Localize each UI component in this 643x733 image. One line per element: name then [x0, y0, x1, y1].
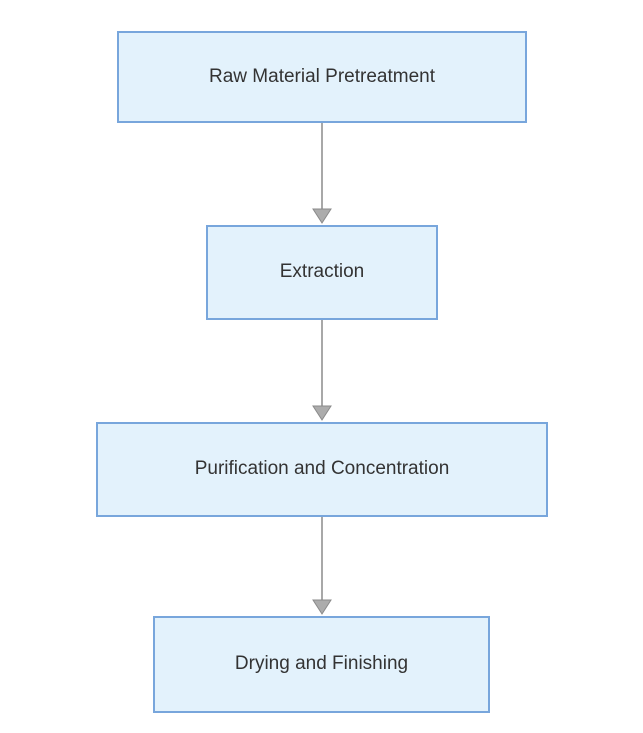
edge-extraction-to-purification	[312, 320, 332, 421]
edge-pretreatment-to-extraction	[312, 123, 332, 224]
flowchart-node-purification-and-concentration: Purification and Concentration	[96, 422, 548, 517]
arrowhead-icon	[312, 599, 332, 615]
flowchart-node-raw-material-pretreatment: Raw Material Pretreatment	[117, 31, 527, 123]
arrowhead-icon	[312, 208, 332, 224]
edge-purification-to-drying	[312, 517, 332, 615]
flowchart-node-extraction: Extraction	[206, 225, 438, 320]
node-label: Raw Material Pretreatment	[209, 65, 435, 87]
flowchart-node-drying-and-finishing: Drying and Finishing	[153, 616, 490, 713]
arrowhead-icon	[312, 405, 332, 421]
node-label: Drying and Finishing	[234, 653, 409, 675]
node-label: Purification and Concentration	[194, 458, 450, 480]
node-label: Extraction	[279, 261, 365, 283]
